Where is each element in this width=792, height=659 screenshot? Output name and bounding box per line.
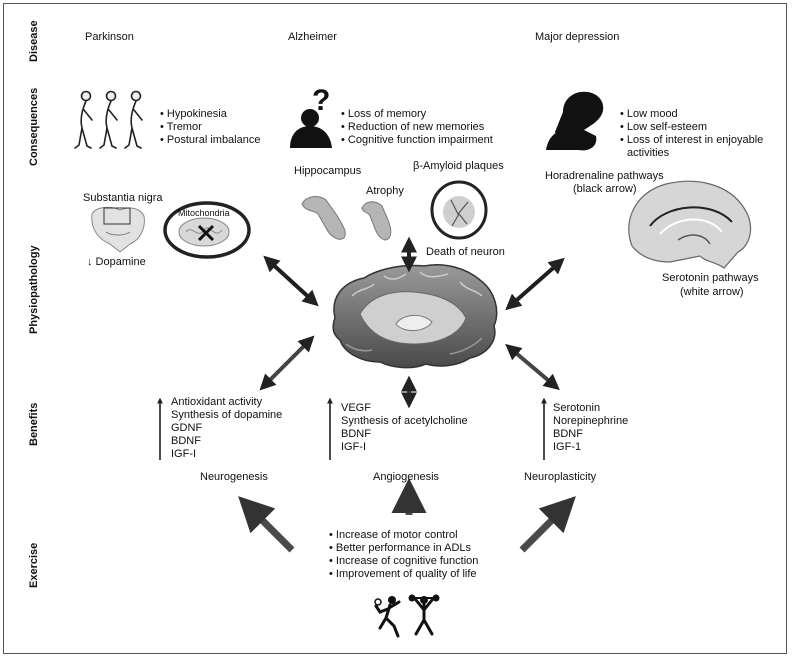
consequence-item: Postural imbalance [160, 134, 261, 147]
sagittal-brain-figure [628, 180, 752, 269]
consequence-item: Cognitive function impairment [341, 134, 493, 147]
row-label-exercise: Exercise [28, 542, 40, 588]
svg-text:?: ? [312, 84, 330, 117]
benefit-item: BDNF [171, 435, 201, 447]
benefits-alzheimer: VEGF Synthesis of acetylcholine BDNF IGF… [341, 402, 468, 454]
benefit-item: IGF-I [171, 448, 197, 460]
substantia-nigra-figure [91, 206, 145, 253]
depressed-person-icon [546, 91, 604, 151]
row-label-benefits: Benefits [28, 402, 40, 446]
exercise-arrow-neurogenesis [238, 496, 295, 553]
consequences-parkinson: Hypokinesia Tremor Postural imbalance [160, 108, 261, 147]
consequence-item: Reduction of new memories [341, 121, 493, 134]
disease-parkinson: Parkinson [85, 31, 134, 43]
central-brain-figure [332, 264, 498, 369]
label-neurogenesis: Neurogenesis [200, 471, 268, 483]
label-serotonin-white-arrow: (white arrow) [680, 286, 744, 298]
label-dopamine: ↓ Dopamine [87, 256, 146, 268]
exercise-effects: Increase of motor control Better perform… [329, 529, 478, 581]
label-hippocampus: Hippocampus [294, 165, 362, 177]
thinking-person-icon: ? [290, 84, 332, 148]
arrow-depression-physio [505, 257, 565, 311]
benefit-item: IGF-1 [553, 441, 582, 453]
consequence-item: Hypokinesia [160, 108, 260, 121]
label-atrophy: Atrophy [366, 185, 404, 197]
row-label-consequences: Consequences [28, 87, 40, 166]
benefit-item: BDNF [341, 428, 371, 440]
benefit-item: Antioxidant activity [171, 396, 263, 408]
exercise-arrows [238, 478, 576, 553]
diagram-frame [3, 3, 787, 654]
benefits-parkinson: Antioxidant activity Synthesis of dopami… [171, 396, 282, 461]
label-mitochondria: Mitochondria [178, 208, 230, 218]
exercise-pictograms-icon [374, 594, 440, 638]
consequences-depression: Low mood Low self-esteem Loss of interes… [620, 108, 763, 147]
arrow-parkinson-benefits [259, 335, 315, 391]
exercise-effect-item: Increase of cognitive function [329, 555, 478, 568]
consequence-item-continued: activities [627, 147, 670, 159]
label-death-of-neuron: Death of neuron [426, 246, 505, 258]
label-angiogenesis: Angiogenesis [373, 471, 440, 483]
walking-figures-icon [74, 90, 143, 149]
amyloid-plaque-figure [430, 180, 488, 240]
double-arrows [259, 236, 565, 409]
arrow-parkinson-physio [263, 255, 319, 307]
exercise-effect-item: Better performance in ADLs [329, 542, 478, 555]
label-noradrenaline-black-arrow: (black arrow) [573, 183, 637, 195]
consequence-item: Tremor [160, 121, 260, 134]
consequence-item: Low self-esteem [620, 121, 763, 134]
benefit-item: BDNF [553, 428, 583, 440]
benefit-item: VEGF [341, 402, 371, 414]
benefit-item: IGF-I [341, 441, 367, 453]
label-amyloid-plaques: β-Amyloid plaques [413, 160, 504, 172]
row-label-disease: Disease [28, 20, 40, 62]
benefit-item: Synthesis of dopamine [171, 409, 283, 421]
benefits-depression: Serotonin Norepinephrine BDNF IGF-1 [553, 402, 628, 454]
disease-depression: Major depression [535, 31, 620, 43]
label-neuroplasticity: Neuroplasticity [524, 471, 597, 483]
row-label-physiopathology: Physiopathology [28, 245, 40, 334]
exercise-effect-item: Increase of motor control [329, 529, 478, 542]
mitochondria-figure [163, 201, 251, 259]
benefit-item: Serotonin [553, 402, 601, 414]
hippocampus-figure [301, 196, 392, 241]
disease-alzheimer: Alzheimer [288, 31, 337, 43]
arrow-depression-benefits [505, 343, 560, 391]
consequence-item: Loss of memory [341, 108, 493, 121]
consequences-alzheimer: Loss of memory Reduction of new memories… [341, 108, 493, 147]
benefit-item: Synthesis of acetylcholine [341, 415, 468, 427]
label-serotonin-pathways: Serotonin pathways [662, 272, 759, 284]
exercise-effect-item: Improvement of quality of life [329, 568, 478, 581]
benefit-item: GDNF [171, 422, 203, 434]
label-substantia-nigra: Substantia nigra [83, 192, 163, 204]
benefit-item: Norepinephrine [553, 415, 629, 427]
consequence-item: Low mood [620, 108, 763, 121]
increase-arrows [157, 397, 547, 460]
consequence-item: Loss of interest in enjoyable [620, 134, 763, 147]
exercise-arrow-neuroplasticity [519, 496, 576, 553]
label-noradrenaline-pathways: Horadrenaline pathways [545, 170, 664, 182]
